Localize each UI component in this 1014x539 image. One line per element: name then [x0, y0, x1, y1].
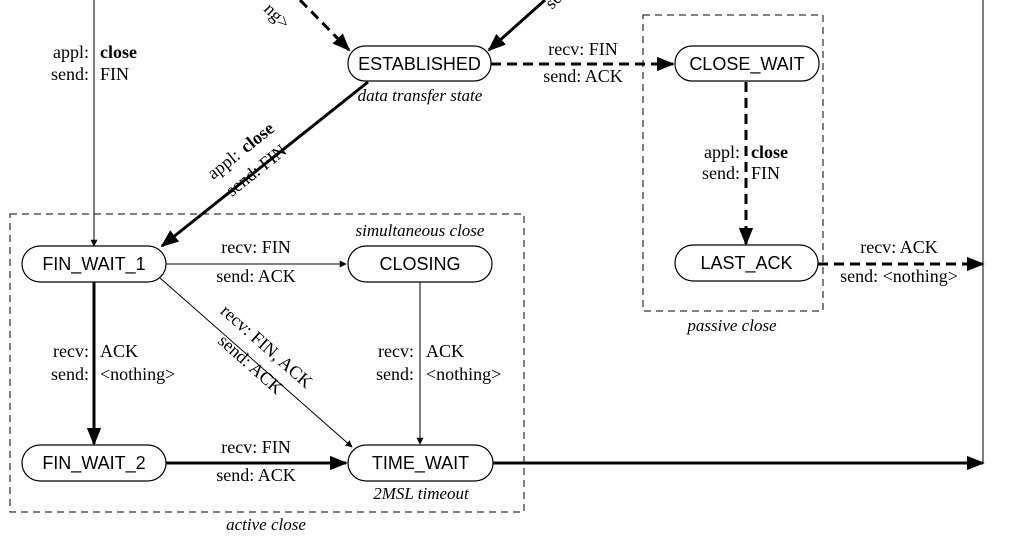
state-fin-wait-2-label: FIN_WAIT_2	[42, 453, 145, 474]
label-est-cw-send: send: ACK	[543, 66, 623, 86]
state-close-wait: CLOSE_WAIT	[674, 45, 820, 82]
label-fw1-fw2-send: send:	[51, 364, 89, 384]
active-close-region	[9, 213, 525, 513]
incoming-edge-top-left	[298, 0, 351, 52]
label-cw-la-appl: appl:	[704, 142, 740, 162]
clipped-fragment-top-left: ng>	[260, 0, 294, 33]
state-established-label: ESTABLISHED	[358, 54, 481, 74]
edge-established-to-fin-wait-1	[160, 80, 369, 248]
label-fw1-tw-group: recv: FIN, ACK send: ACK	[214, 301, 316, 399]
state-time-wait-label: TIME_WAIT	[372, 453, 469, 474]
state-fin-wait-1-label: FIN_WAIT_1	[42, 254, 145, 275]
label-la-exit-send: send: <nothing>	[840, 266, 958, 286]
caption-active-close: active close	[226, 515, 306, 534]
caption-data-transfer-state: data transfer state	[358, 86, 483, 105]
state-fin-wait-1: FIN_WAIT_1	[21, 245, 167, 283]
label-est-cw-recv: recv: FIN	[548, 39, 617, 59]
state-closing-label: CLOSING	[379, 254, 460, 274]
label-fw1-fw2-recv: recv:	[53, 341, 89, 361]
state-last-ack-label: LAST_ACK	[700, 253, 792, 274]
passive-close-region	[642, 14, 824, 312]
label-fw2-tw-send: send: ACK	[216, 465, 296, 485]
label-left-send: send:	[51, 64, 89, 84]
label-cw-la-close: close	[751, 142, 788, 162]
state-close-wait-label: CLOSE_WAIT	[689, 54, 804, 75]
state-time-wait: TIME_WAIT	[347, 444, 494, 482]
edge-fin-wait-1-to-time-wait	[159, 277, 353, 448]
label-closing-tw-recv: recv:	[378, 341, 414, 361]
state-fin-wait-2: FIN_WAIT_2	[21, 444, 167, 482]
caption-simultaneous-close: simultaneous close	[356, 221, 485, 240]
label-fw1-closing-recv: recv: FIN	[221, 237, 290, 257]
label-fw2-tw-recv: recv: FIN	[221, 437, 290, 457]
label-fw1-fw2-nothing: <nothing>	[100, 364, 175, 384]
label-fw1-closing-send: send: ACK	[216, 266, 296, 286]
label-left-fin: FIN	[100, 64, 129, 84]
caption-passive-close: passive close	[686, 316, 777, 335]
label-est-fw1-group: appl: close send: FIN	[203, 118, 290, 200]
label-closing-tw-send: send:	[376, 364, 414, 384]
label-left-close: close	[100, 42, 137, 62]
label-cw-la-send: send:	[702, 163, 740, 183]
state-closing: CLOSING	[347, 245, 493, 283]
caption-2msl-timeout: 2MSL timeout	[373, 484, 470, 503]
label-la-exit-recv: recv: ACK	[860, 237, 937, 257]
label-fw1-fw2-ack: ACK	[100, 341, 138, 361]
label-left-appl: appl:	[53, 42, 89, 62]
label-cw-la-fin: FIN	[751, 163, 780, 183]
label-closing-tw-nothing: <nothing>	[426, 364, 501, 384]
clipped-fragment-top-right: se	[541, 0, 566, 13]
incoming-edge-top-right	[487, 0, 546, 52]
label-closing-tw-ack: ACK	[426, 341, 464, 361]
state-established: ESTABLISHED	[347, 45, 492, 82]
state-last-ack: LAST_ACK	[674, 244, 819, 282]
